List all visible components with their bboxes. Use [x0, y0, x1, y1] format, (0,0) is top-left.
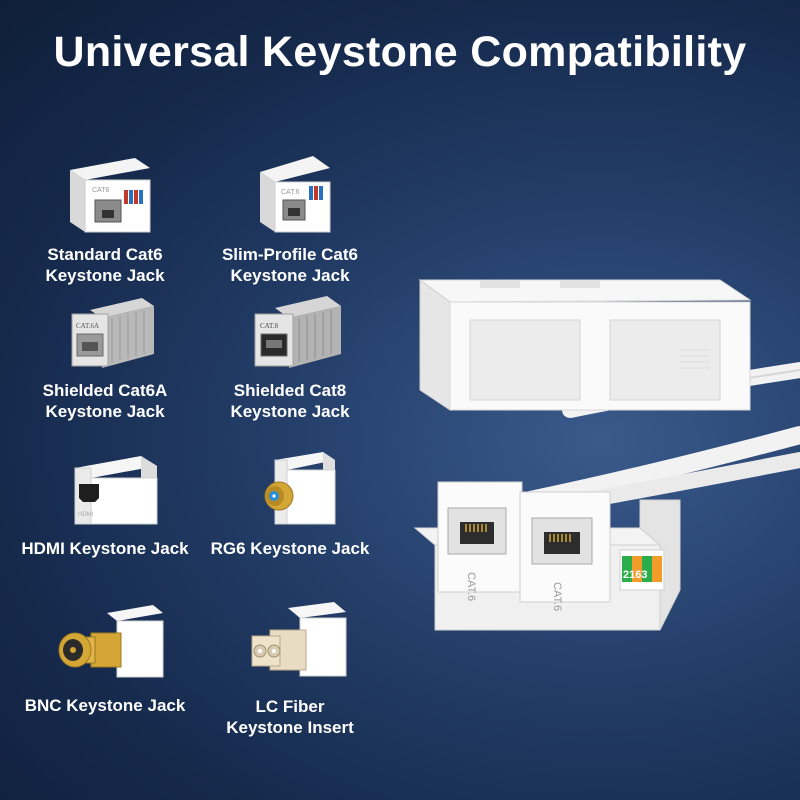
shielded-cat6a-label: Shielded Cat6A Keystone Jack	[5, 380, 205, 422]
hdmi-jack-image: HDMI	[74, 456, 158, 525]
slim-profile-cat6-keystone-item: CAT.6 Slim-Profile Cat6 Keystone Jack	[190, 150, 390, 286]
label-line-1: BNC Keystone Jack	[24, 696, 186, 715]
label-line-2: Keystone Jack	[45, 402, 165, 421]
label-line-1: HDMI Keystone Jack	[21, 539, 189, 558]
bnc-jack-image	[58, 605, 164, 678]
jack-print-text: CAT.8	[260, 322, 278, 330]
jack-print-text: HDMI	[78, 512, 94, 518]
standard-cat6-jack-image: CAT6	[70, 158, 151, 233]
shielded-cat6a-jack-image: CAT.6A	[71, 298, 154, 368]
lc-fiber-keystone-item: LC Fiber Keystone Insert	[190, 600, 390, 738]
slim-profile-cat6-label: Slim-Profile Cat6 Keystone Jack	[190, 244, 390, 286]
label-line-2: Keystone Jack	[45, 266, 165, 285]
lc-fiber-insert-image	[251, 602, 347, 677]
slim-profile-cat6-jack-image: CAT.6	[260, 156, 331, 233]
surface-mount-box-product: CAT.6 CAT.6 2163	[410, 260, 800, 645]
rg6-keystone-item: RG6 Keystone Jack	[190, 450, 390, 559]
shielded-cat8-keystone-item: CAT.8 Shielded Cat8 Keystone Jack	[190, 292, 390, 422]
shielded-cat6a-keystone-item: CAT.6A Shielded Cat6A Keystone Jack	[5, 292, 205, 422]
label-line-1: Slim-Profile Cat6	[221, 245, 359, 264]
jack-print-text: CAT6	[92, 187, 109, 194]
bnc-keystone-item: BNC Keystone Jack	[5, 603, 205, 716]
page-title: Universal Keystone Compatibility	[53, 28, 747, 76]
hdmi-label: HDMI Keystone Jack	[5, 538, 205, 559]
standard-cat6-label: Standard Cat6 Keystone Jack	[5, 244, 205, 286]
shielded-cat8-jack-image: CAT.8	[254, 296, 341, 368]
label-line-2: Keystone Jack	[230, 266, 350, 285]
label-line-1: Standard Cat6	[47, 245, 163, 264]
right-port-label: CAT.6	[551, 582, 563, 611]
lc-fiber-label: LC Fiber Keystone Insert	[190, 696, 390, 738]
label-line-1: RG6 Keystone Jack	[210, 539, 370, 558]
hdmi-keystone-item: HDMI HDMI Keystone Jack	[5, 450, 205, 559]
label-line-1: LC Fiber	[255, 697, 325, 716]
label-line-2: Keystone Insert	[226, 718, 354, 737]
left-port-label: CAT.6	[465, 572, 477, 601]
standard-cat6-keystone-item: CAT6 Standard Cat6 Keystone Jack	[5, 150, 205, 286]
rg6-jack-image	[264, 452, 336, 525]
color-code-label: 2163	[623, 569, 647, 581]
label-line-1: Shielded Cat6A	[42, 381, 168, 400]
label-line-1: Shielded Cat8	[233, 381, 347, 400]
bnc-label: BNC Keystone Jack	[5, 695, 205, 716]
surface-mount-box-image: CAT.6 CAT.6 2163	[413, 279, 800, 631]
rg6-label: RG6 Keystone Jack	[190, 538, 390, 559]
shielded-cat8-label: Shielded Cat8 Keystone Jack	[190, 380, 390, 422]
jack-print-text: CAT.6A	[76, 322, 99, 330]
jack-print-text: CAT.6	[281, 189, 300, 196]
label-line-2: Keystone Jack	[230, 402, 350, 421]
